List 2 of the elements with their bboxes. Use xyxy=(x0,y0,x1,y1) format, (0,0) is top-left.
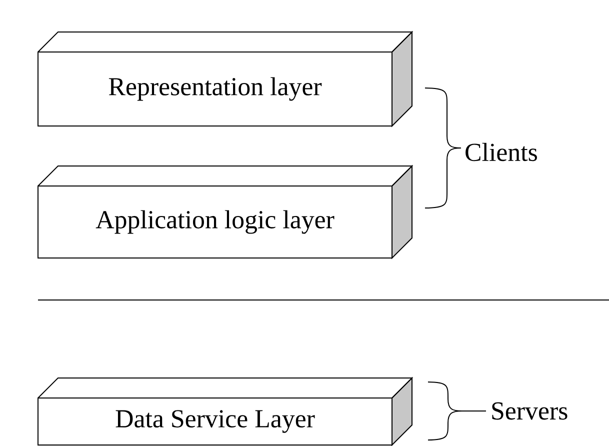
group-label: Clients xyxy=(466,142,537,162)
group-label: Servers xyxy=(492,402,568,420)
